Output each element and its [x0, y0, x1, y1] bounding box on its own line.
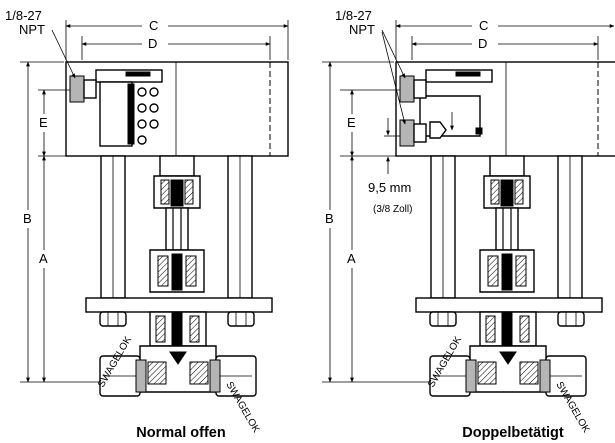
dim-c-label: C — [479, 18, 488, 33]
dim-e-label: E — [39, 115, 48, 130]
port-fitting — [399, 75, 415, 103]
dim-b-label: B — [325, 211, 334, 226]
offset-value: 9,5 mm — [368, 180, 411, 195]
dim-a-label: A — [347, 251, 356, 266]
port-label-line1: 1/8-27 — [5, 8, 42, 23]
port-label-line2: NPT — [19, 22, 45, 37]
caption-normal-offen: Normal offen — [136, 425, 225, 441]
figure-normal-offen: SWAGELOK SWAGELOK C D B A E 1/8-27 NPT — [5, 8, 289, 441]
port-label-line2: NPT — [349, 22, 375, 37]
figure-doppelbetaetigt: SWAGELOK SWAGELOK C D B A E 9,5 mm — [322, 8, 615, 441]
dim-c-label: C — [149, 18, 158, 33]
dim-e-label: E — [347, 115, 356, 130]
dim-b-label: B — [23, 211, 32, 226]
caption-doppelbetaetigt: Doppelbetätigt — [462, 425, 564, 441]
dim-a-label: A — [39, 251, 48, 266]
port-fitting — [69, 75, 85, 103]
port-fitting — [399, 119, 415, 147]
dim-d-label: D — [148, 36, 157, 51]
dim-d-label: D — [478, 36, 487, 51]
offset-note: (3/8 Zoll) — [373, 204, 412, 215]
port-label-line1: 1/8-27 — [335, 8, 372, 23]
